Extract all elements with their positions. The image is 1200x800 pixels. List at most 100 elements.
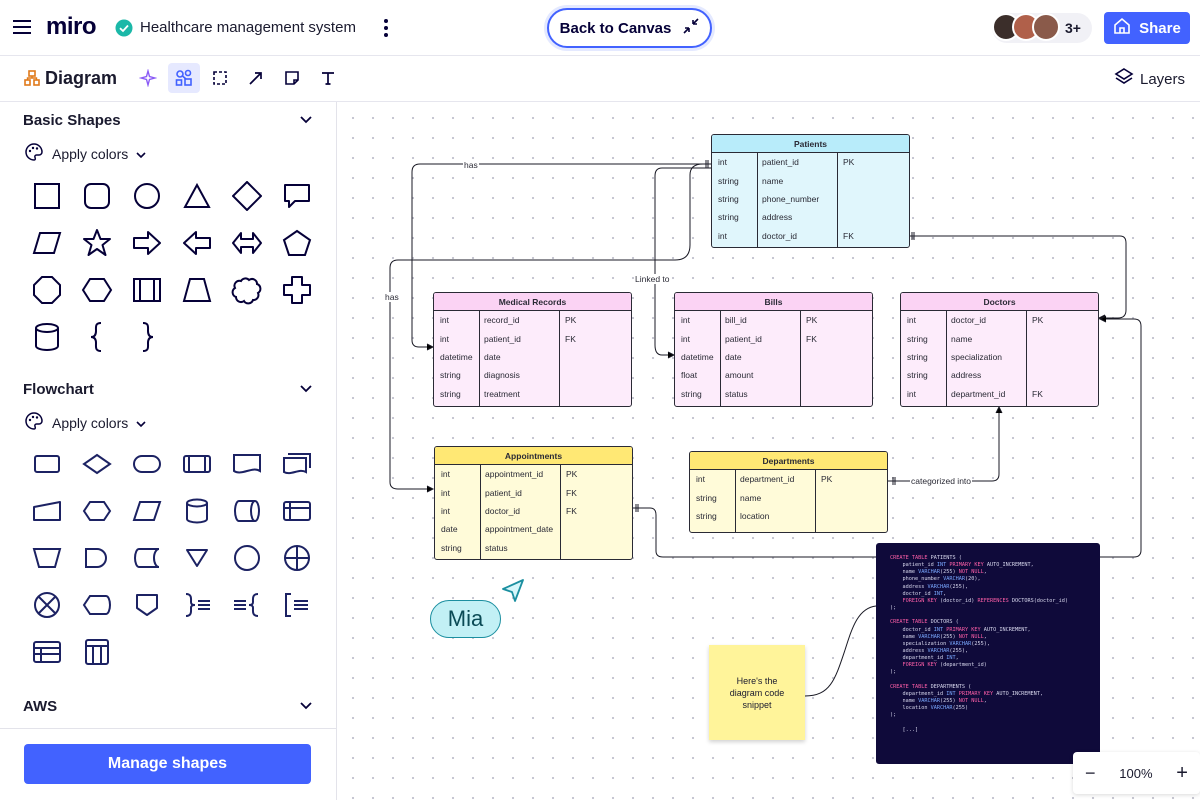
table-shape[interactable] xyxy=(22,628,72,675)
off-page-connector-shape[interactable] xyxy=(122,581,172,628)
relation-label-has[interactable]: has xyxy=(463,160,479,170)
pentagon-shape[interactable] xyxy=(272,219,322,266)
terminator-shape[interactable] xyxy=(122,440,172,487)
display-shape[interactable] xyxy=(72,581,122,628)
collaborator-avatars[interactable]: 3+ xyxy=(992,13,1092,43)
preparation-shape[interactable] xyxy=(72,487,122,534)
octagon-shape[interactable] xyxy=(22,266,72,313)
sticky-note[interactable]: Here's the diagram code snippet xyxy=(709,645,805,740)
zoom-in-button[interactable]: + xyxy=(1176,761,1188,784)
summing-junction-shape[interactable] xyxy=(272,534,322,581)
arrow-left-shape[interactable] xyxy=(172,219,222,266)
merge-shape[interactable] xyxy=(172,534,222,581)
subroutine-shape[interactable] xyxy=(172,440,222,487)
square-shape[interactable] xyxy=(22,172,72,219)
predefined-process-shape[interactable] xyxy=(122,266,172,313)
data-shape[interactable] xyxy=(122,487,172,534)
process-shape[interactable] xyxy=(22,440,72,487)
delay-shape[interactable] xyxy=(72,534,122,581)
annotation-left-shape[interactable] xyxy=(222,581,272,628)
apply-colors-flowchart[interactable]: Apply colors xyxy=(24,411,146,434)
right-brace-shape[interactable] xyxy=(122,313,172,360)
double-arrow-shape[interactable] xyxy=(222,219,272,266)
direct-access-storage-shape[interactable] xyxy=(222,487,272,534)
chevron-down-icon[interactable] xyxy=(298,381,314,397)
relation-label-linked-to[interactable]: Linked to xyxy=(634,274,671,284)
circle-shape[interactable] xyxy=(122,172,172,219)
manual-operation-shape[interactable] xyxy=(22,534,72,581)
rounded-square-shape[interactable] xyxy=(72,172,122,219)
database-shape[interactable] xyxy=(172,487,222,534)
board-title[interactable]: Healthcare management system xyxy=(140,19,356,36)
sticky-note-icon[interactable] xyxy=(280,66,304,90)
cloud-shape[interactable] xyxy=(222,266,272,313)
hexagon-shape[interactable] xyxy=(72,266,122,313)
zoom-out-button[interactable]: − xyxy=(1085,762,1096,783)
cross-shape[interactable] xyxy=(272,266,322,313)
code-snippet-block[interactable]: CREATE TABLE PATIENTS ( patient_id INT P… xyxy=(876,543,1100,764)
apply-colors-basic[interactable]: Apply colors xyxy=(24,142,146,165)
layers-button[interactable]: Layers xyxy=(1114,67,1190,90)
share-button[interactable]: Share xyxy=(1104,12,1190,44)
miro-logo[interactable]: miro xyxy=(46,13,97,40)
trapezoid-shape[interactable] xyxy=(172,266,222,313)
ai-sparkle-icon[interactable] xyxy=(136,66,160,90)
parallelogram-shape[interactable] xyxy=(22,219,72,266)
relation-label-categorized-into[interactable]: categorized into xyxy=(910,476,973,486)
speech-bubble-shape[interactable] xyxy=(272,172,322,219)
zoom-level[interactable]: 100% xyxy=(1119,765,1153,781)
cylinder-shape[interactable] xyxy=(22,313,72,360)
connector-shape[interactable] xyxy=(222,534,272,581)
or-shape[interactable] xyxy=(22,581,72,628)
relation-label-has[interactable]: has xyxy=(384,292,400,302)
chevron-down-icon[interactable] xyxy=(298,698,314,714)
document-shape[interactable] xyxy=(222,440,272,487)
annotation-right-shape[interactable] xyxy=(172,581,222,628)
diamond-shape[interactable] xyxy=(222,172,272,219)
left-brace-shape[interactable] xyxy=(72,313,122,360)
decision-shape[interactable] xyxy=(72,440,122,487)
frame-select-icon[interactable] xyxy=(208,66,232,90)
shapes-connector-icon[interactable] xyxy=(168,63,200,93)
multi-document-shape[interactable] xyxy=(272,440,322,487)
back-to-canvas-button[interactable]: Back to Canvas xyxy=(547,8,712,48)
manage-shapes-button[interactable]: Manage shapes xyxy=(24,744,311,784)
triangle-shape[interactable] xyxy=(172,172,222,219)
stored-data-shape[interactable] xyxy=(122,534,172,581)
arrow-line-icon[interactable] xyxy=(244,66,268,90)
bracket-annotation-shape[interactable] xyxy=(272,581,322,628)
swimlane-shape[interactable] xyxy=(72,628,122,675)
text-tool-icon[interactable] xyxy=(316,66,340,90)
